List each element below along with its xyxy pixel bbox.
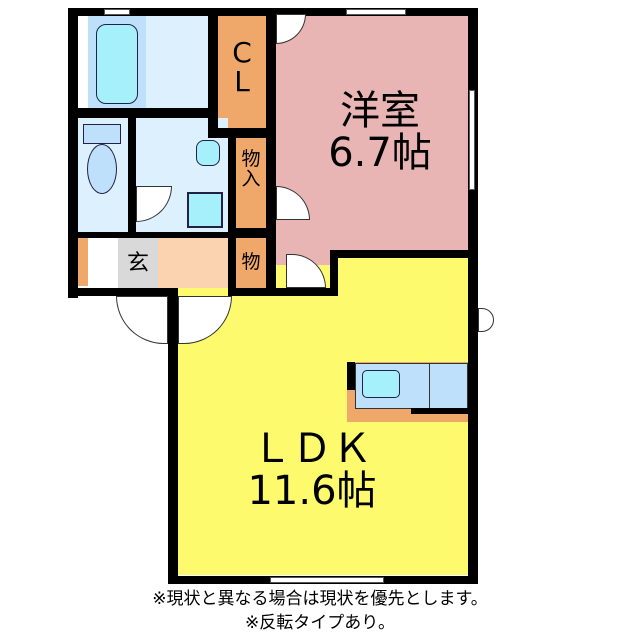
toilet-bowl-icon xyxy=(87,144,117,194)
wall-ldk-top-left xyxy=(228,288,338,296)
window-bath xyxy=(104,9,130,15)
window-western-top xyxy=(346,9,406,15)
wall-cl-left xyxy=(208,8,218,138)
wall-cl-bottom xyxy=(218,128,276,138)
closet-label: C L xyxy=(232,36,252,99)
ldk-size: 11.6帖 xyxy=(247,468,377,514)
wall-kitchen-back xyxy=(411,408,468,414)
washing-machine-icon xyxy=(187,192,223,228)
kitchen-sink-icon xyxy=(362,370,400,398)
wall-bottom-upper xyxy=(68,288,176,296)
western-room-label: 洋室 6.7帖 xyxy=(300,90,460,174)
storage-1 xyxy=(236,138,266,228)
wall-storage-left xyxy=(228,138,236,296)
entrance xyxy=(118,238,158,288)
western-room-size: 6.7帖 xyxy=(328,130,432,176)
hallway xyxy=(158,238,228,288)
ldk-name: ＬＤＫ xyxy=(252,426,372,472)
storage-2-label: 物 xyxy=(241,251,261,273)
wall-storage-divider xyxy=(228,228,276,238)
storage-2 xyxy=(236,238,266,288)
closet xyxy=(218,14,266,128)
entrance-label: 玄 xyxy=(126,251,149,276)
note-line-2: ※反転タイプあり。 xyxy=(245,613,395,633)
wall-bath-divider xyxy=(76,108,218,118)
wall-entrance-top xyxy=(76,232,236,238)
note-line-1: ※現状と異なる場合は現状を優先とします。 xyxy=(152,589,488,609)
kitchen-stove-divider xyxy=(429,363,430,409)
wall-right xyxy=(468,8,478,584)
wall-kitchen-end xyxy=(347,362,355,390)
ldk-label: ＬＤＫ 11.6帖 xyxy=(196,428,428,512)
toilet-tank-icon xyxy=(83,124,121,144)
window-ldk-bottom xyxy=(270,577,384,583)
storage-1-label: 物 入 xyxy=(241,148,261,190)
wall-ldk-step xyxy=(330,250,338,296)
ldk-room-top xyxy=(338,258,468,268)
door-ldk-exterior[interactable] xyxy=(478,308,494,332)
door-entrance[interactable] xyxy=(116,296,168,344)
wall-pink-left xyxy=(266,8,276,296)
wall-toilet-right xyxy=(128,108,136,238)
bathtub-icon xyxy=(96,24,138,104)
wall-left-upper xyxy=(68,8,78,298)
window-western-right xyxy=(469,90,475,190)
wall-left-ldk xyxy=(168,288,178,584)
wall-ldk-top-right xyxy=(330,250,478,258)
sink-icon xyxy=(196,140,220,166)
western-room-name: 洋室 xyxy=(340,88,420,134)
entrance-shoe-storage xyxy=(76,238,88,286)
